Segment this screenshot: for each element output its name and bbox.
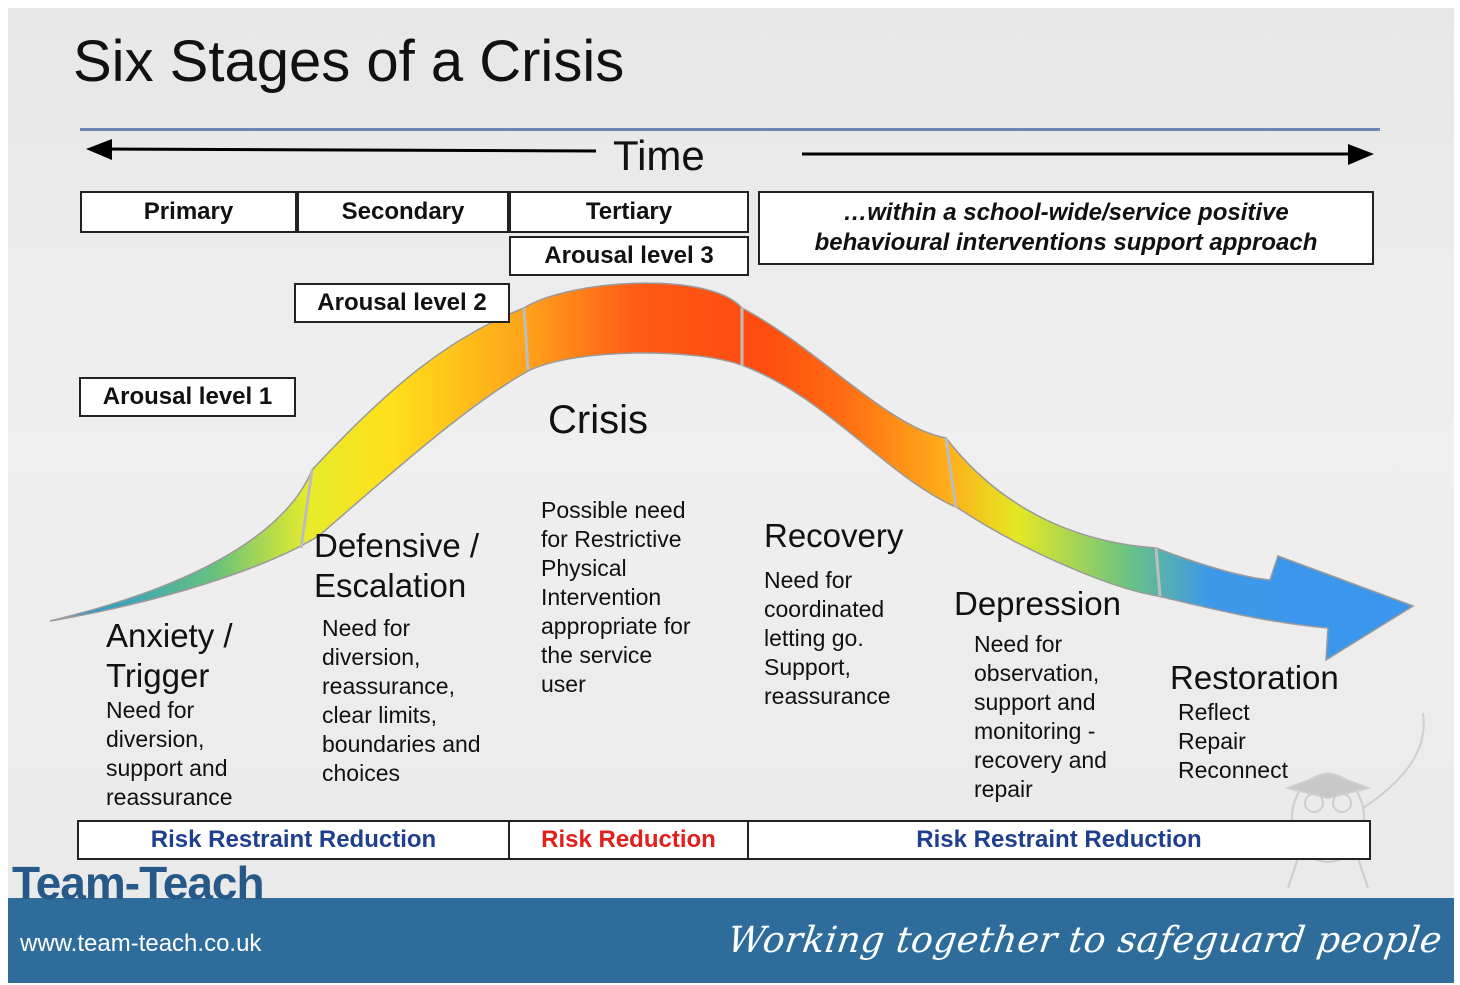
arousal-level-1: Arousal level 1: [79, 377, 296, 417]
page-title: Six Stages of a Crisis: [73, 29, 625, 94]
stage-desc-line: Possible need: [541, 497, 686, 523]
segment-divider: [522, 307, 530, 371]
stage-desc-line: Physical: [541, 555, 627, 581]
stage-desc-line: Reflect: [1178, 699, 1250, 725]
stage-restoration: Restoration Reflect Repair Reconnect: [1170, 658, 1339, 785]
approach-note: …within a school-wide/service positive b…: [758, 191, 1374, 265]
footer-bar: [8, 898, 1454, 983]
owl-watermark-icon: [1284, 712, 1425, 889]
stage-desc-line: observation,: [974, 660, 1100, 686]
brand-logo: Team-Teach: [12, 857, 265, 909]
arousal-level-2: Arousal level 2: [294, 283, 510, 323]
crisis-curve: [49, 282, 1415, 662]
time-arrow-left: [97, 147, 597, 153]
stage-name-line: Escalation: [314, 567, 467, 604]
risk-bar-label: Risk Restraint Reduction: [916, 826, 1202, 853]
stage-desc-line: support and: [106, 755, 228, 781]
stage-desc-line: reassurance: [106, 784, 233, 810]
stage-desc-line: clear limits,: [322, 702, 438, 728]
stage-depression: Depression Need for observation, support…: [954, 584, 1121, 804]
footer-url: www.team-teach.co.uk: [20, 930, 262, 957]
stage-name-line: Restoration: [1170, 659, 1339, 696]
stage-name-line: Depression: [954, 585, 1121, 622]
slide: Six Stages of a Crisis: [8, 8, 1454, 983]
stage-anxiety-trigger: Anxiety / Trigger Need for diversion, su…: [106, 616, 233, 812]
stage-desc-line: letting go.: [764, 625, 864, 651]
stage-desc-line: diversion,: [106, 726, 205, 752]
risk-bar-label: Risk Restraint Reduction: [150, 826, 437, 853]
stage-desc-line: reassurance,: [322, 673, 455, 699]
stage-name-line: Defensive /: [314, 527, 480, 564]
stage-defensive-escalation: Defensive / Escalation Need for diversio…: [314, 526, 481, 788]
stage-desc-line: Repair: [1178, 728, 1246, 754]
segment-divider: [1154, 547, 1162, 597]
stage-recovery: Recovery Need for coordinated letting go…: [764, 516, 903, 711]
stage-desc-line: repair: [974, 776, 1033, 802]
curve-graphic: [49, 139, 1425, 889]
stage-desc-line: appropriate for: [541, 613, 691, 639]
stage-desc-line: choices: [322, 760, 400, 786]
stage-desc-line: Need for: [106, 697, 195, 723]
stage-desc-line: boundaries and: [322, 731, 481, 757]
approach-note-line1: …within a school-wide/service positive: [843, 199, 1289, 226]
phase-box-tertiary: Tertiary: [509, 191, 749, 233]
stage-desc-line: monitoring -: [974, 718, 1096, 744]
stage-desc-line: Need for: [322, 615, 411, 641]
stage-desc-line: the service: [541, 642, 653, 668]
segment-divider: [944, 437, 958, 509]
stage-desc-line: Reconnect: [1178, 757, 1288, 783]
phase-box-secondary: Secondary: [297, 191, 509, 233]
phase-box-primary: Primary: [80, 191, 297, 233]
stage-desc-line: recovery and: [974, 747, 1107, 773]
time-arrow-right-head: [1348, 144, 1374, 165]
stage-desc-line: user: [541, 671, 586, 697]
stage-desc-line: Intervention: [541, 584, 662, 610]
stage-name-line: Trigger: [106, 657, 210, 694]
stage-crisis-description: Possible need for Restrictive Physical I…: [541, 496, 691, 699]
title-underline: [80, 128, 1380, 131]
stage-desc-line: Need for: [764, 567, 853, 593]
stage-desc-line: for Restrictive: [541, 526, 682, 552]
stage-name-line: Anxiety /: [106, 617, 233, 654]
time-arrow-left-head: [86, 139, 112, 160]
stage-desc-line: Support,: [764, 654, 851, 680]
stage-desc-line: coordinated: [764, 596, 885, 622]
risk-bar-segment-1: Risk Restraint Reduction: [77, 820, 510, 860]
arousal-level-3: Arousal level 3: [509, 236, 749, 276]
segment-divider: [299, 469, 314, 549]
risk-bar-segment-3: Risk Restraint Reduction: [747, 820, 1371, 860]
stage-desc-line: diversion,: [322, 644, 421, 670]
stage-desc-line: Need for: [974, 631, 1063, 657]
footer-slogan: Working together to safeguard people and…: [725, 920, 1454, 961]
stage-desc-line: support and: [974, 689, 1096, 715]
approach-note-line2: behavioural interventions support approa…: [814, 229, 1318, 256]
crisis-label: Crisis: [548, 398, 648, 442]
risk-bar-label: Risk Reduction: [541, 826, 716, 853]
stage-name-line: Recovery: [764, 517, 904, 554]
risk-bar-segment-2: Risk Reduction: [508, 820, 749, 860]
stage-desc-line: reassurance: [764, 683, 891, 709]
time-label: Time: [613, 132, 705, 179]
